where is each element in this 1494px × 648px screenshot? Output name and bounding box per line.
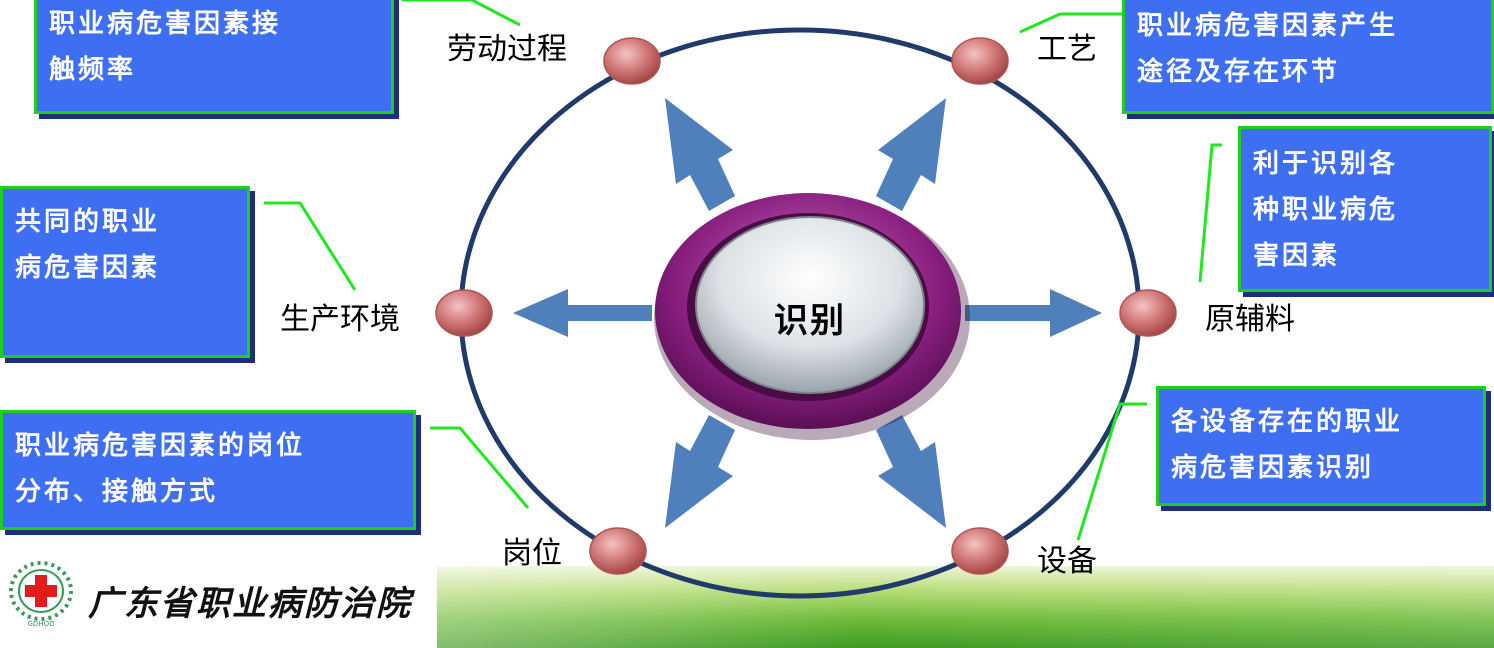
node-label-process: 工艺 (1037, 32, 1097, 67)
callout-line: 职业病危害因素产生 (1137, 11, 1399, 41)
logo-text: GDHOD (28, 620, 55, 628)
center-silver-disc (695, 216, 925, 394)
callout-line: 途径及存在环节 (1137, 57, 1341, 87)
arrow-right (965, 289, 1102, 337)
arrow-down-right (876, 415, 946, 528)
arrow-left (513, 289, 652, 337)
callout-environment: 共同的职业 病危害因素 (0, 186, 250, 358)
arrow-down-left (665, 415, 735, 528)
arrow-up-right (876, 98, 946, 211)
callout-line: 分布、接触方式 (15, 477, 219, 507)
callout-line: 职业病危害因素接 (49, 9, 282, 39)
node-label-environment: 生产环境 (280, 302, 400, 337)
callout-line: 触频率 (49, 55, 137, 85)
callout-materials: 利于识别各 种职业病危 害因素 (1238, 126, 1492, 292)
grass-background (437, 566, 1494, 648)
node-label-labor: 劳动过程 (447, 32, 567, 67)
node-post (589, 527, 647, 575)
leader-line-environment (264, 201, 357, 291)
callout-line: 病危害因素 (15, 253, 161, 283)
red-cross-wreath-icon: GDHOD (9, 561, 73, 628)
leader-line-process (1019, 12, 1122, 34)
node-equipment (951, 527, 1009, 575)
callout-post: 职业病危害因素的岗位 分布、接触方式 (0, 410, 416, 530)
callout-process: 职业病危害因素产生 途径及存在环节 (1122, 0, 1494, 114)
node-materials (1119, 289, 1177, 337)
callout-line: 病危害因素识别 (1171, 453, 1375, 483)
callout-line: 职业病危害因素的岗位 (15, 431, 306, 461)
arrow-up-left (665, 98, 735, 211)
leader-line-materials (1198, 143, 1222, 283)
center-label: 识别 (774, 301, 846, 341)
callout-labor: 职业病危害因素接 触频率 (34, 0, 394, 114)
leader-line-equipment (1076, 402, 1147, 541)
callout-equipment: 各设备存在的职业 病危害因素识别 (1156, 386, 1486, 506)
node-environment (435, 289, 493, 337)
callout-line: 种职业病危 (1253, 195, 1399, 225)
node-label-post: 岗位 (502, 536, 562, 571)
node-labor (603, 37, 661, 85)
callout-line: 各设备存在的职业 (1171, 407, 1404, 437)
node-label-equipment: 设备 (1037, 544, 1097, 579)
leader-line-post (430, 426, 530, 509)
callout-line: 利于识别各 (1253, 149, 1399, 179)
leader-line-labor (402, 0, 521, 27)
callout-line: 共同的职业 (15, 207, 161, 237)
node-label-materials: 原辅料 (1205, 302, 1295, 337)
organization-name: 广东省职业病防治院 (88, 584, 412, 624)
node-process (951, 37, 1009, 85)
callout-line: 害因素 (1253, 241, 1341, 271)
